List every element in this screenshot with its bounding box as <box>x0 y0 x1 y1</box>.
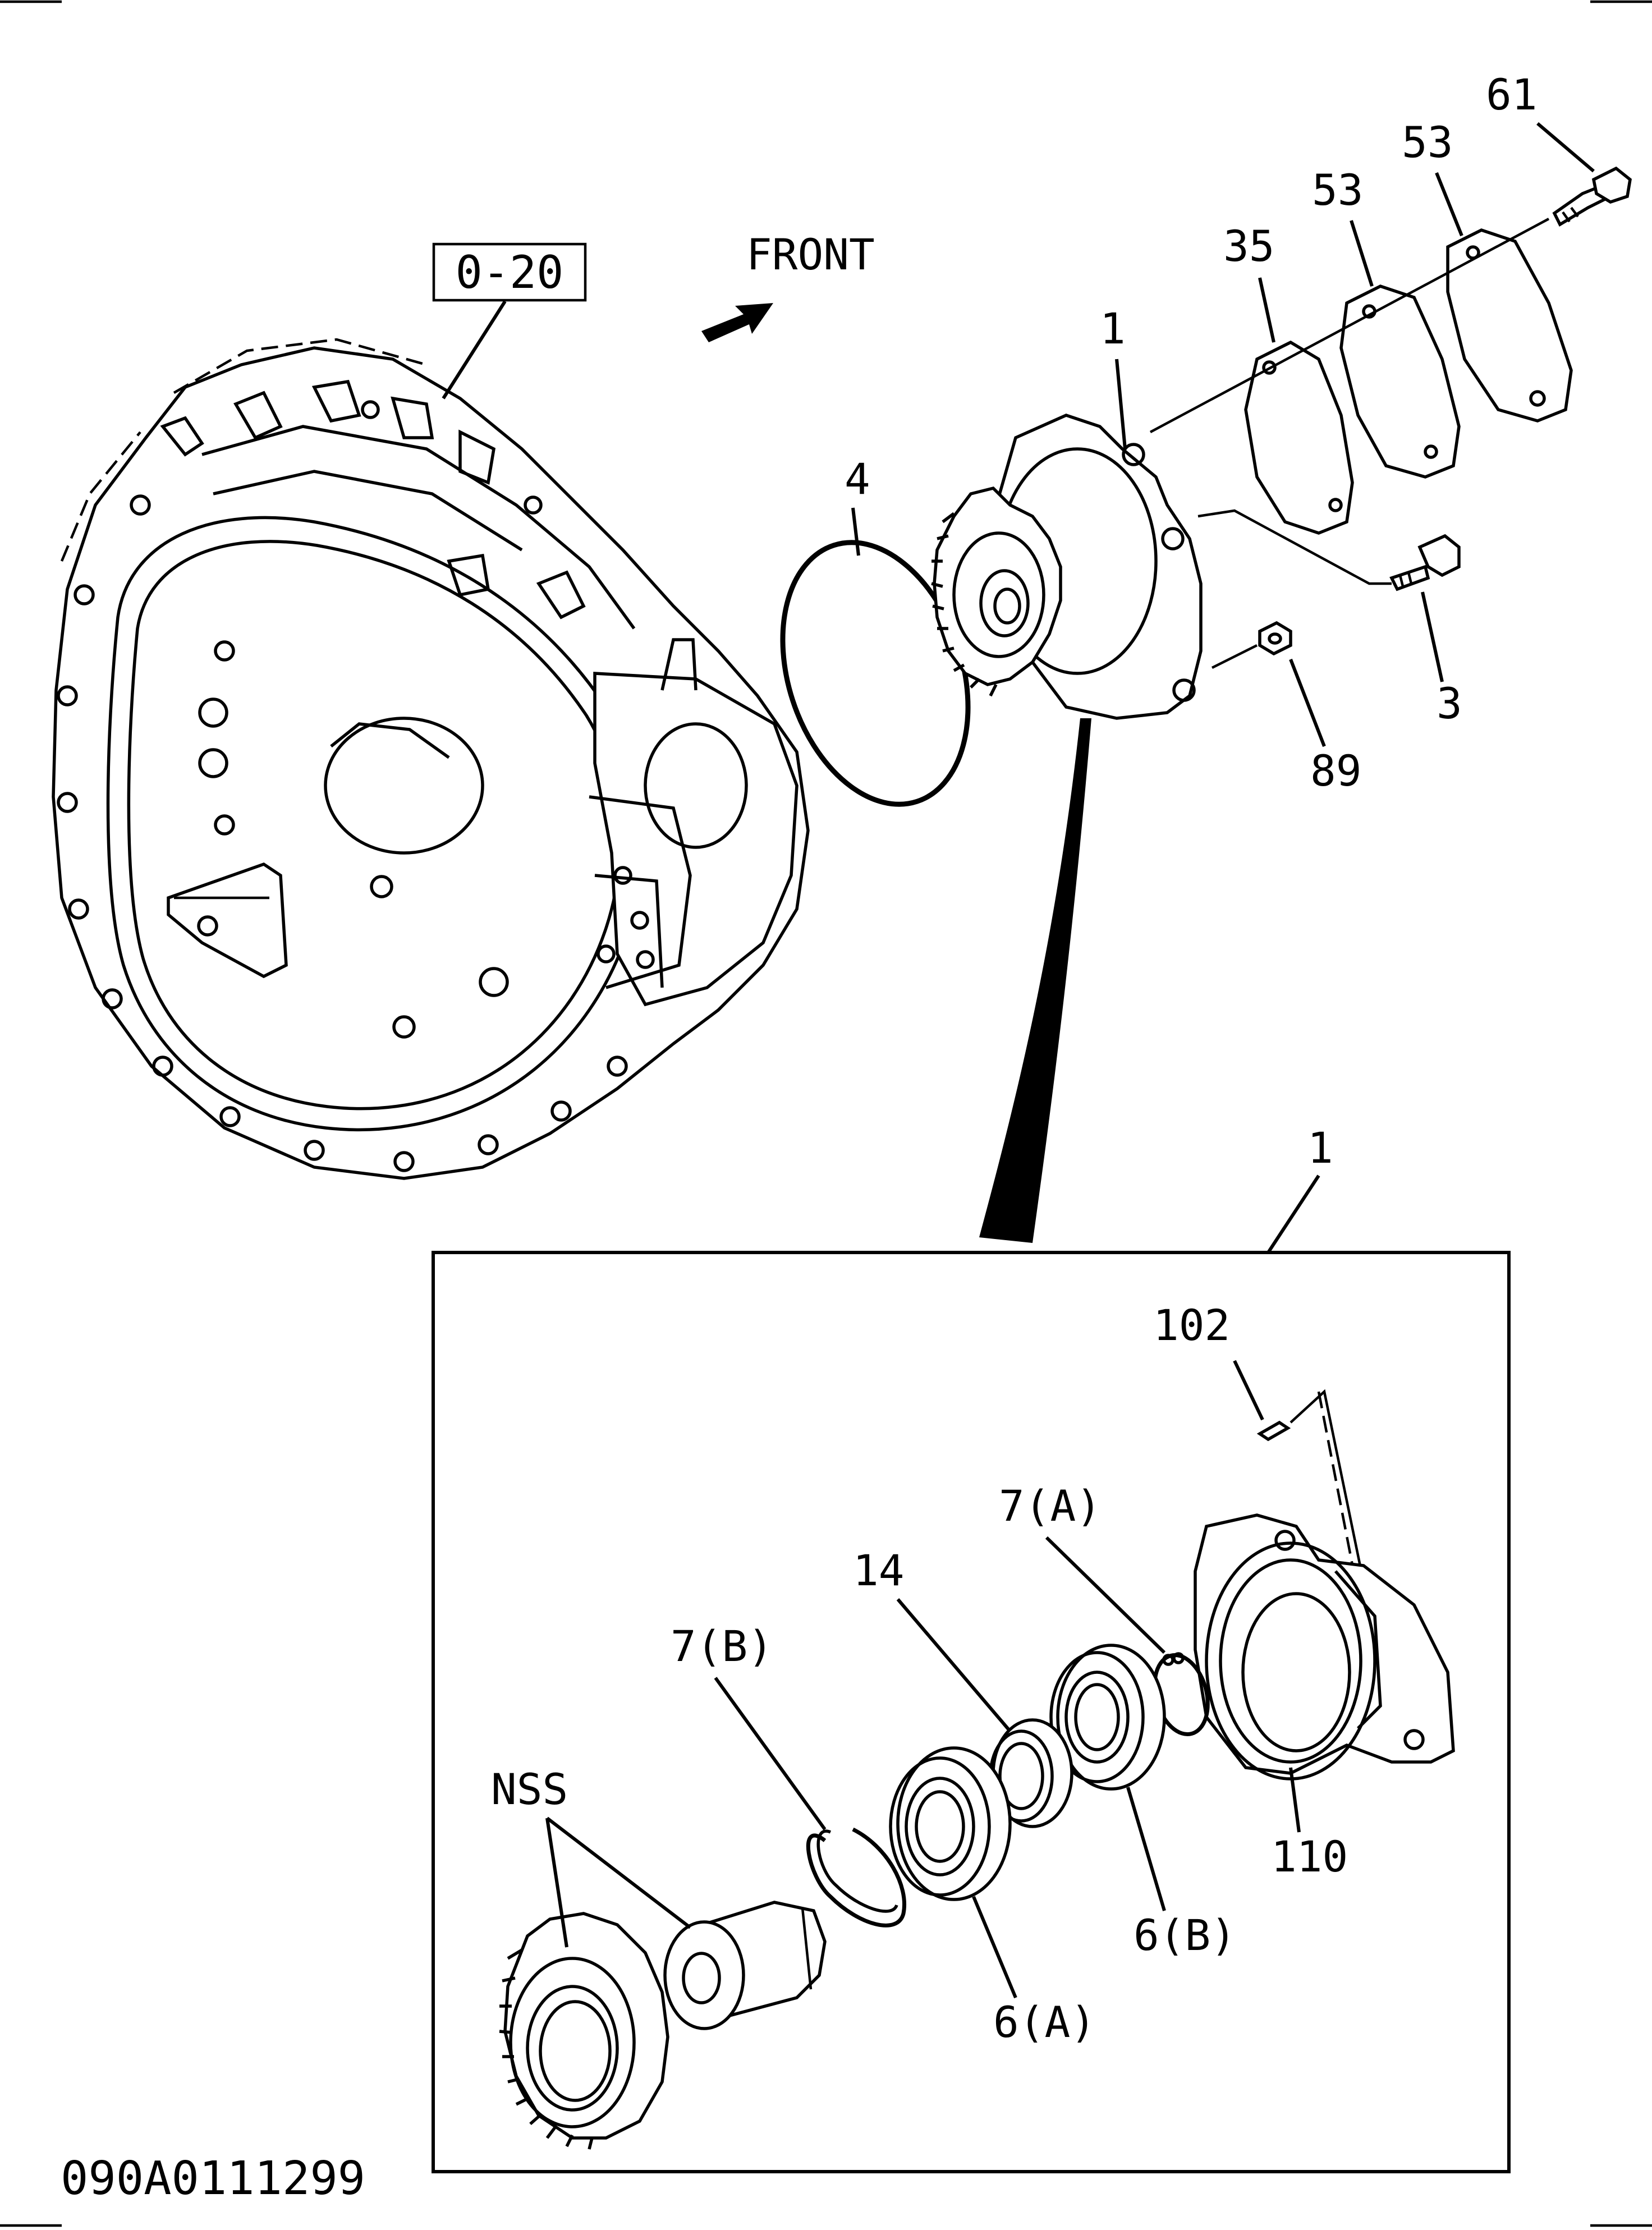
bearing-6b[interactable] <box>1049 1644 1166 1791</box>
leader-1-detail <box>1266 1174 1320 1254</box>
callout-7b: 7(B) <box>671 1621 773 1671</box>
callout-35: 35 <box>1223 221 1275 271</box>
callout-102: 102 <box>1153 1300 1230 1350</box>
leader-3 <box>1421 591 1444 682</box>
leader-7a <box>1045 1536 1166 1654</box>
callout-1-top: 1 <box>1100 304 1126 354</box>
leader-bolt-3-path <box>1197 509 1392 585</box>
plate-53-a[interactable] <box>1339 285 1461 479</box>
nss-gear[interactable] <box>499 1912 669 2150</box>
callout-6a: 6(A) <box>993 1997 1096 2047</box>
callout-4: 4 <box>845 454 870 504</box>
reference-box[interactable]: 0-20 <box>432 242 587 302</box>
drawing-code: 090A0111299 <box>61 2152 365 2205</box>
leader-14 <box>896 1598 1012 1732</box>
snap-ring-7b[interactable] <box>806 1827 906 1928</box>
nut-89[interactable] <box>1258 621 1292 656</box>
transmission-housing <box>52 338 810 1180</box>
callout-1-detail: 1 <box>1307 1123 1333 1173</box>
callout-53-b: 53 <box>1402 117 1453 167</box>
pin-hidden-line <box>1317 1391 1360 1594</box>
front-arrow-icon <box>701 303 773 342</box>
detail-pointer <box>979 718 1091 1243</box>
callout-89: 89 <box>1310 746 1362 796</box>
callout-nss: NSS <box>491 1764 568 1814</box>
bolt-3[interactable] <box>1389 534 1461 591</box>
leader-89 <box>1289 658 1326 747</box>
leader-1-top <box>1115 359 1127 449</box>
callout-53-a: 53 <box>1312 165 1364 215</box>
bolt-61[interactable] <box>1552 166 1632 227</box>
pump-gear <box>931 486 1062 697</box>
leader-7b <box>714 1677 827 1830</box>
leader-35 <box>1258 277 1275 343</box>
callout-110: 110 <box>1271 1832 1348 1882</box>
bolt-axis-line <box>1149 218 1550 433</box>
callout-7a: 7(A) <box>999 1481 1102 1531</box>
pin-axis-line <box>1290 1389 1365 1583</box>
leader-4 <box>851 507 860 556</box>
front-label: FRONT <box>746 230 875 279</box>
callout-14: 14 <box>853 1545 905 1595</box>
bush-shaft[interactable] <box>663 1901 827 2030</box>
bearing-6a[interactable] <box>889 1746 1012 1901</box>
reference-label: 0-20 <box>456 246 564 299</box>
leader-61 <box>1536 122 1595 173</box>
housing-110[interactable] <box>1194 1513 1455 1781</box>
leader-110 <box>1289 1767 1301 1833</box>
leader-nss-gear <box>545 1818 568 1948</box>
gasket-35[interactable] <box>1244 340 1354 535</box>
flange-bolt-holes <box>57 400 628 1172</box>
leader-6b <box>1126 1787 1166 1911</box>
detail-frame <box>432 1251 1511 2173</box>
leader-53-b <box>1435 172 1463 237</box>
callout-6b: 6(B) <box>1134 1910 1236 1960</box>
leader-6a <box>972 1896 1017 1999</box>
leader-nss-bush <box>546 1816 691 1929</box>
pump-assembly[interactable] <box>931 414 1203 720</box>
callout-61: 61 <box>1486 70 1538 120</box>
leader-nut-path <box>1211 644 1258 669</box>
plate-53-b[interactable] <box>1446 228 1573 423</box>
leader-102 <box>1233 1360 1264 1421</box>
leader-53-a <box>1350 220 1374 287</box>
leader-ref-box <box>442 300 507 400</box>
pin-102[interactable] <box>1256 1420 1291 1442</box>
callout-3: 3 <box>1437 678 1462 728</box>
